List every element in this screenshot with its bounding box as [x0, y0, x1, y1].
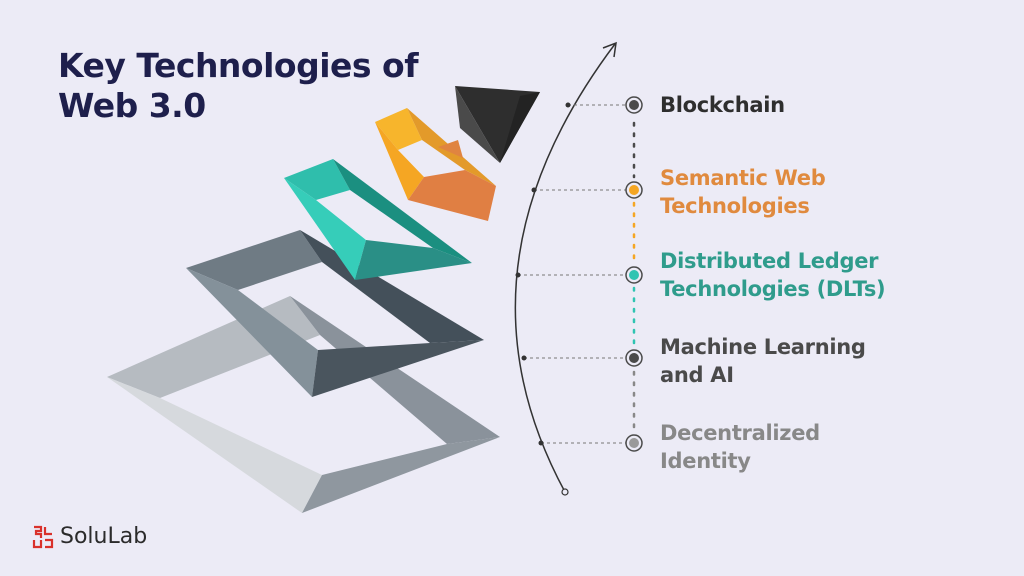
curved-arrow	[514, 41, 617, 496]
node-decentralized-identity	[625, 434, 643, 452]
brand-name: SoluLab	[60, 524, 148, 549]
item-label-line: and AI	[660, 363, 734, 387]
title-line-1: Key Technologies of	[58, 46, 419, 85]
node-semantic-web	[625, 181, 643, 199]
solulab-logo: SoluLab	[32, 524, 147, 549]
title-line-2: Web 3.0	[58, 86, 206, 125]
item-label-line: Technologies (DLTs)	[660, 277, 886, 301]
item-label-line: Semantic Web	[660, 166, 826, 190]
frame-orange	[375, 108, 496, 221]
black-pyramid	[455, 86, 540, 163]
item-label-line: Decentralized	[660, 421, 820, 445]
frame-dark-gray	[186, 230, 484, 397]
solulab-logo-icon	[32, 525, 54, 548]
page-title: Key Technologies of Web 3.0	[58, 46, 419, 126]
node-blockchain	[625, 96, 643, 114]
node-dlt	[625, 266, 643, 284]
node-ml-ai	[625, 349, 643, 367]
item-label-line: Distributed Ledger	[660, 249, 879, 273]
connector-lines	[518, 104, 626, 444]
item-label-line: Identity	[660, 449, 751, 473]
item-semantic-web: Semantic Web Technologies	[660, 164, 826, 220]
item-label-line: Technologies	[660, 194, 810, 218]
frame-teal	[284, 159, 472, 280]
arc-points	[515, 102, 571, 446]
item-blockchain: Blockchain	[660, 91, 785, 119]
item-label-line: Machine Learning	[660, 335, 866, 359]
item-label-line: Blockchain	[660, 93, 785, 117]
item-decentralized-identity: Decentralized Identity	[660, 419, 820, 475]
item-ml-ai: Machine Learning and AI	[660, 333, 866, 389]
item-dlt: Distributed Ledger Technologies (DLTs)	[660, 247, 886, 303]
